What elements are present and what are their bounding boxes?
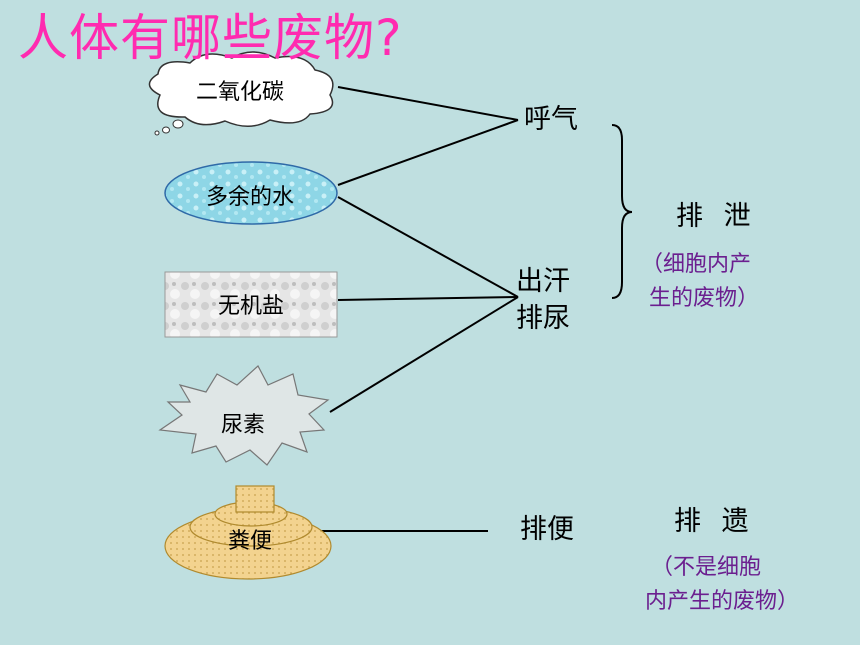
node-feces-label: 粪便: [227, 529, 272, 554]
page-title: 人体有哪些废物?: [18, 9, 403, 67]
category-egestion-note-line1: （不是细胞: [651, 555, 762, 580]
node-water-label: 多余的水: [205, 185, 294, 210]
urea-starburst: [158, 365, 330, 466]
line-water-breath: [337, 119, 519, 186]
connector-lines: [318, 86, 519, 532]
process-urine-label: 排尿: [516, 303, 570, 334]
water-ellipse: [164, 161, 338, 225]
line-co2-breath: [337, 86, 519, 121]
line-salt-sweat: [337, 296, 519, 301]
process-defecation-label: 排便: [520, 514, 574, 545]
feces-stack: [164, 485, 332, 580]
process-breath-label: 呼气: [524, 104, 578, 135]
category-egestion-note-line2: 内产生的废物）: [645, 589, 800, 614]
salt-rectangle: [164, 271, 338, 338]
category-excretion-note-line1: （细胞内产: [641, 252, 752, 277]
node-urea-label: 尿素: [220, 413, 265, 438]
cloud-shape: [148, 51, 334, 136]
category-egestion-label: 排 遗: [674, 506, 755, 537]
category-excretion-note-line2: 生的废物）: [649, 286, 760, 311]
node-co2-label: 二氧化碳: [195, 80, 284, 105]
line-urea-sweat: [329, 296, 519, 413]
process-sweat-label: 出汗: [516, 266, 570, 297]
node-salt-label: 无机盐: [217, 294, 284, 319]
category-excretion-label: 排 泄: [676, 201, 757, 232]
line-water-sweat: [337, 196, 519, 298]
brace: [611, 124, 633, 299]
